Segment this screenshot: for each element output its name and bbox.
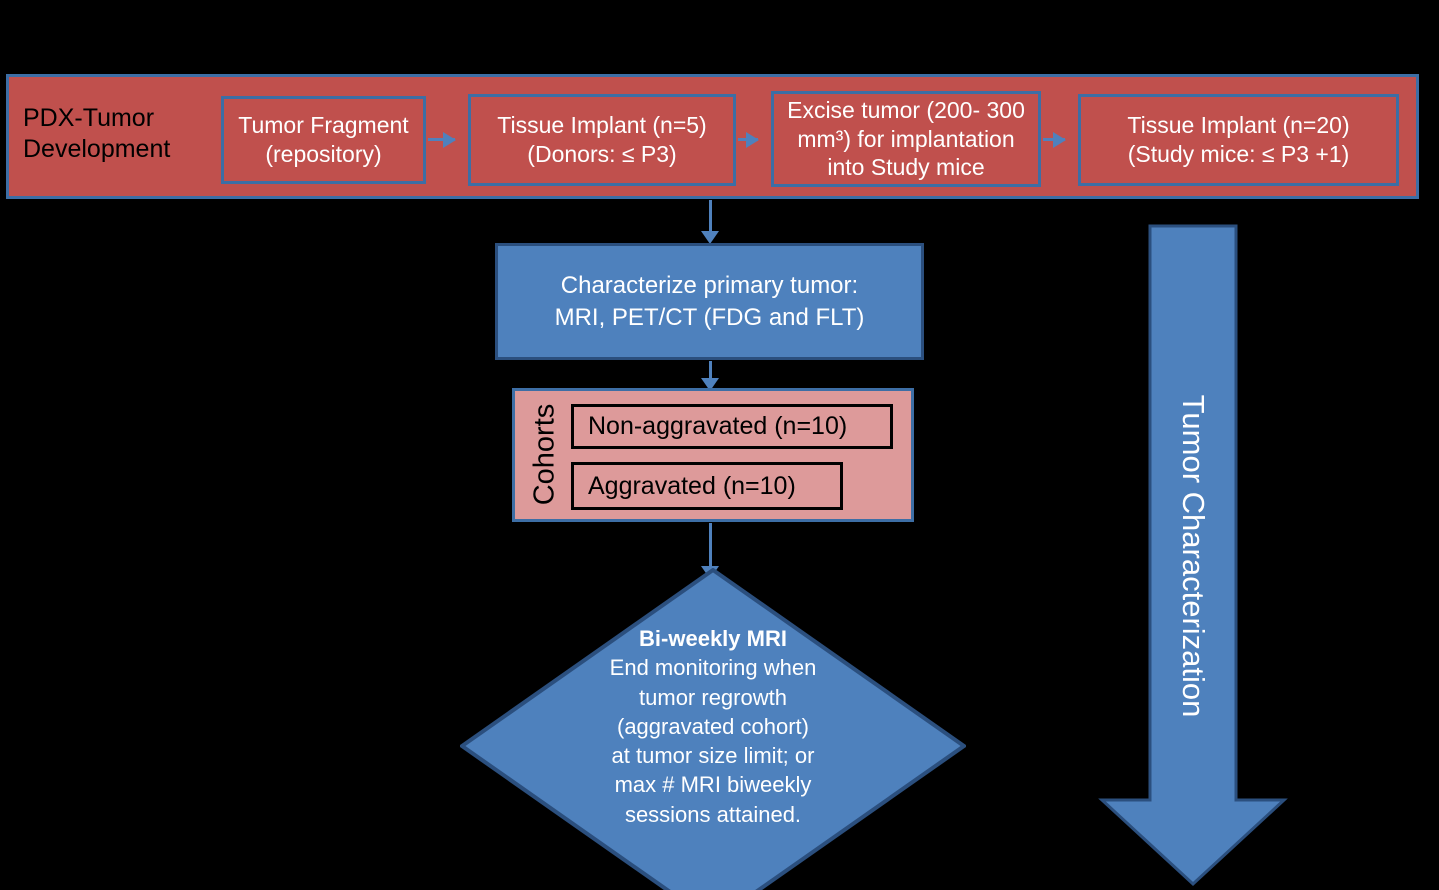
stage-box-tissue-implant-donors-label: Tissue Implant (n=5) (Donors: ≤ P3) [497, 112, 707, 167]
tumor-characterization-label: Tumor Characterization [1176, 394, 1211, 718]
pdx-tumor-development-banner: PDX-Tumor Development Tumor Fragment (re… [6, 74, 1419, 199]
stage-box-excise-tumor: Excise tumor (200- 300 mm³) for implanta… [771, 91, 1041, 187]
tumor-characterization-arrow: Tumor Characterization [1098, 224, 1288, 888]
cohort-item-aggravated: Aggravated (n=10) [571, 462, 843, 510]
stage-box-excise-tumor-label: Excise tumor (200- 300 mm³) for implanta… [787, 96, 1025, 181]
stage-box-tumor-fragment-label: Tumor Fragment (repository) [238, 112, 409, 167]
stage-box-tissue-implant-donors: Tissue Implant (n=5) (Donors: ≤ P3) [468, 94, 736, 186]
connector-arrow-right-3 [1043, 132, 1066, 148]
monitoring-title: Bi-weekly MRI [639, 626, 787, 651]
connector-arrow-down-2 [701, 361, 719, 391]
down-arrow-icon [1098, 224, 1288, 887]
connector-arrow-right-1 [428, 132, 456, 148]
banner-title: PDX-Tumor Development [23, 104, 171, 163]
stage-box-tissue-implant-study-mice-label: Tissue Implant (n=20) (Study mice: ≤ P3 … [1127, 112, 1350, 167]
cohorts-label: Cohorts [528, 403, 561, 506]
stage-box-tumor-fragment: Tumor Fragment (repository) [221, 96, 426, 184]
cohort-item-aggravated-label: Aggravated (n=10) [588, 471, 796, 500]
connector-arrow-down-3 [701, 523, 719, 579]
characterize-primary-tumor-label: Characterize primary tumor: MRI, PET/CT … [554, 272, 865, 331]
diamond-shape-icon [460, 568, 966, 890]
characterize-primary-tumor-box: Characterize primary tumor: MRI, PET/CT … [495, 243, 924, 360]
stage-box-tissue-implant-study-mice: Tissue Implant (n=20) (Study mice: ≤ P3 … [1078, 94, 1399, 186]
monitoring-body: End monitoring when tumor regrowth (aggr… [609, 655, 817, 827]
cohort-item-non-aggravated: Non-aggravated (n=10) [571, 404, 893, 449]
cohort-item-non-aggravated-label: Non-aggravated (n=10) [588, 412, 848, 440]
monitoring-text: Bi-weekly MRI End monitoring when tumor … [460, 624, 966, 829]
monitoring-decision-diamond: Bi-weekly MRI End monitoring when tumor … [460, 568, 966, 890]
connector-arrow-down-1 [701, 200, 719, 244]
cohorts-box: Cohorts Non-aggravated (n=10) Aggravated… [512, 388, 914, 522]
connector-arrow-right-2 [738, 132, 759, 148]
